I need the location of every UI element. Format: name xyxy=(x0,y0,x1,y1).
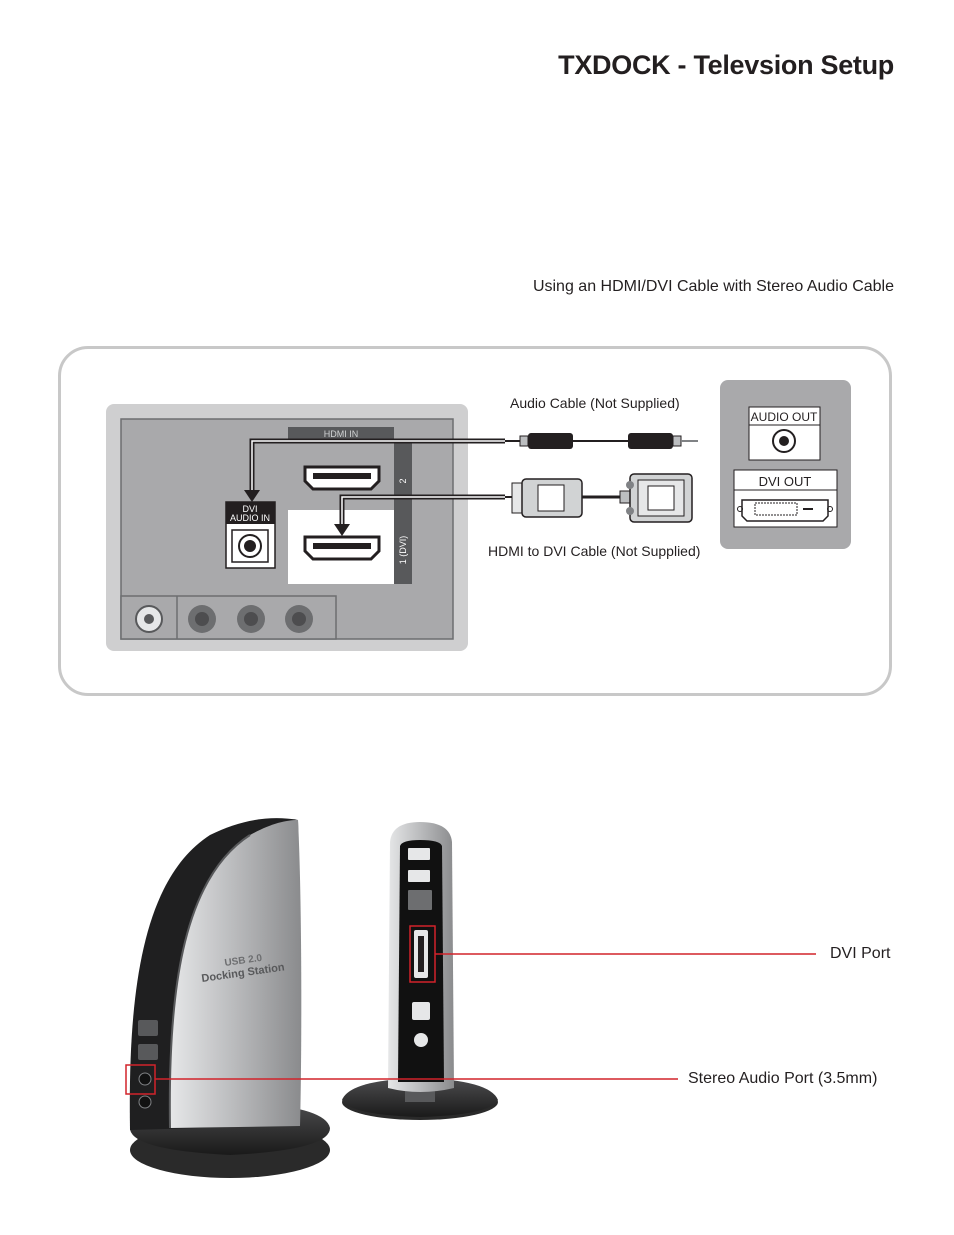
hdmi-port-2-label: 2 xyxy=(398,478,408,483)
front-audio-jack xyxy=(138,1072,152,1086)
audio-out-label: AUDIO OUT xyxy=(751,410,818,424)
hdmi-port-2-pins xyxy=(313,473,371,479)
dvi-audio-label-line2: AUDIO IN xyxy=(230,513,270,523)
diagram-subtitle: Using an HDMI/DVI Cable with Stereo Audi… xyxy=(532,278,894,295)
rear-usb-port-1 xyxy=(408,848,430,860)
rear-usb-b-port xyxy=(412,1002,430,1020)
hdmi-dvi-cable-label: HDMI to DVI Cable (Not Supplied) xyxy=(488,543,701,559)
dock-brand-line1: USB 2.0 xyxy=(224,953,263,969)
hdmi-dvi-cable xyxy=(505,473,693,523)
rear-power-jack xyxy=(414,1033,428,1047)
rear-usb-port-2 xyxy=(408,870,430,882)
dock-front-view: USB 2.0 Docking Station xyxy=(125,818,330,1178)
front-usb-port-1 xyxy=(138,1020,158,1036)
hdmi-port-1-pins xyxy=(313,543,371,549)
dvi-out-label: DVI OUT xyxy=(759,474,812,489)
hdmi-header-label: HDMI IN xyxy=(324,429,359,439)
page-title: TXDOCK - Televsion Setup xyxy=(558,50,894,80)
dvi-audio-label-line1: DVI xyxy=(242,504,257,514)
hdmi-header-bar xyxy=(288,427,394,439)
hdmi-arrow-head xyxy=(334,524,350,536)
audio-jack-hole xyxy=(244,540,256,552)
dvi-audio-in-label-bg xyxy=(226,502,275,524)
audio-arrow-head xyxy=(244,490,260,502)
dock-rear-view xyxy=(342,822,498,1120)
connection-diagram-frame xyxy=(58,346,892,696)
hdmi-port-1-label: 1 (DVI) xyxy=(398,536,408,565)
rear-ethernet-port xyxy=(408,890,432,910)
front-mic-jack xyxy=(138,1095,152,1109)
hdmi-label-strip xyxy=(394,439,412,584)
front-usb-port-2 xyxy=(138,1044,158,1060)
audio-cable xyxy=(505,433,698,449)
dvi-port-callout: DVI Port xyxy=(830,945,891,962)
stereo-audio-port-callout: Stereo Audio Port (3.5mm) xyxy=(688,1070,878,1087)
audio-cable-label: Audio Cable (Not Supplied) xyxy=(510,395,680,411)
